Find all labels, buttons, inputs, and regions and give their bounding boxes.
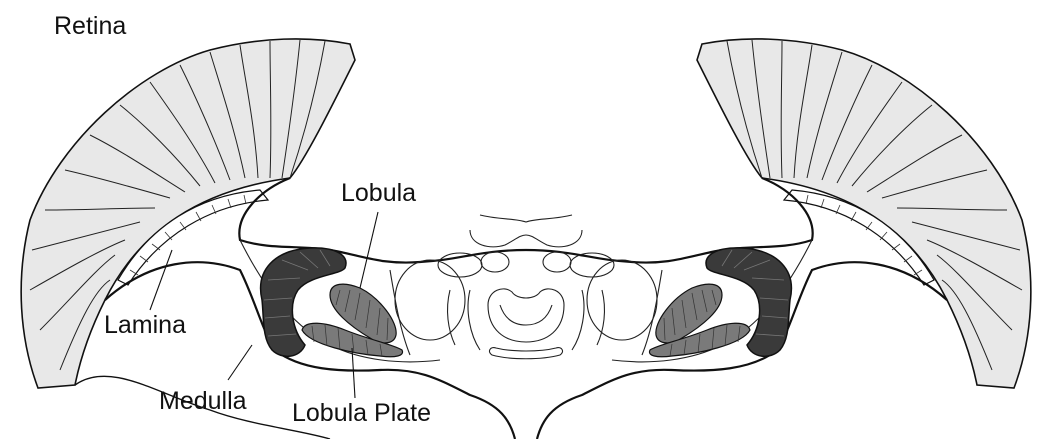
retina-label: Retina <box>54 14 126 39</box>
lobula-plate-label: Lobula Plate <box>292 401 431 426</box>
right-optic-lobe <box>649 248 791 357</box>
lamina-leader-line <box>150 250 172 310</box>
right-eye <box>697 39 1031 388</box>
left-eye <box>21 39 355 388</box>
medulla-leader-line <box>228 345 252 380</box>
medulla-label: Medulla <box>159 389 247 414</box>
lobula-label: Lobula <box>341 181 416 206</box>
lamina-label: Lamina <box>104 313 186 338</box>
lobula-plate-leader-line <box>352 348 355 398</box>
left-optic-lobe <box>261 248 403 357</box>
lobula-leader-line <box>360 212 378 288</box>
